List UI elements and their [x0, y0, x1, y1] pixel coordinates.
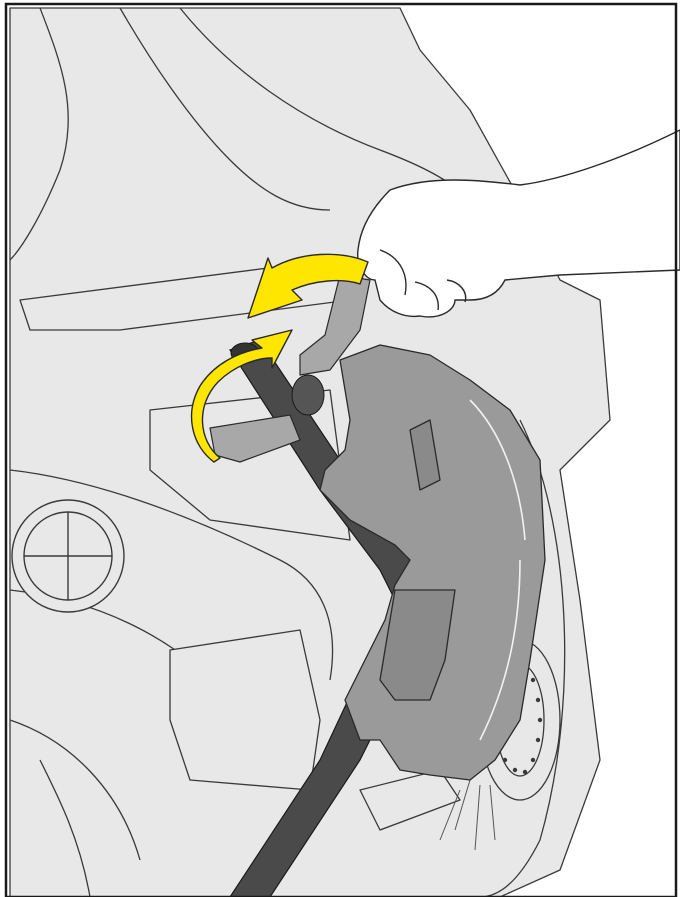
round-emblem	[12, 500, 124, 612]
